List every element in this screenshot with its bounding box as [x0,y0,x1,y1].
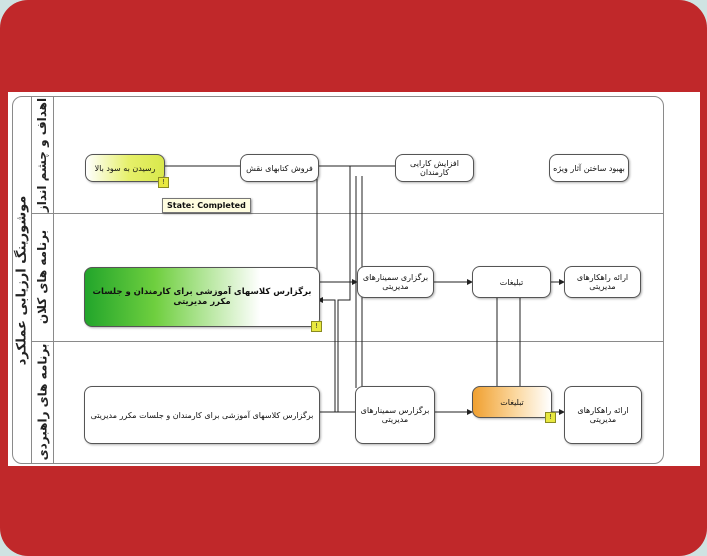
node-staff-efficiency[interactable]: افزایش کارایی کارمندان [395,154,474,182]
node-training-classes-macro[interactable]: برگزارس کلاسهای آموزشی برای کارمندان و ج… [84,267,320,327]
node-label: برگزارس سمینارهای مدیریتی [360,406,430,424]
warning-icon: ! [545,412,556,423]
node-ads-macro[interactable]: تبلیغات [472,266,551,298]
warning-icon: ! [158,177,169,188]
lane-goals-title: اهداف و چشم انداز [35,97,50,213]
node-seminars-strategic[interactable]: برگزارس سمینارهای مدیریتی [355,386,435,444]
node-seminars-macro[interactable]: برگزاری سمینارهای مدیریتی [357,266,434,298]
lane-strategic-label: برنامه های راهبردی [31,341,54,463]
node-management-solutions-macro[interactable]: ارائه راهکارهای مدیریتی [564,266,641,298]
node-ads-strategic[interactable]: تبلیغات [472,386,552,418]
node-improve-special[interactable]: بهبود ساختن آثار ویژه [549,154,629,182]
node-label: برگزارس کلاسهای آموزشی برای کارمندان و ج… [90,410,314,420]
node-sales-increase[interactable]: فروش کتابهای نقش [240,154,319,182]
node-label: برگزاری سمینارهای مدیریتی [362,273,429,291]
lane-macro-label: برنامه های کلان [31,213,54,341]
node-label: فروش کتابهای نقش [246,163,313,173]
node-training-classes-strategic[interactable]: برگزارس کلاسهای آموزشی برای کارمندان و ج… [84,386,320,444]
node-label: بهبود ساختن آثار ویژه [553,163,625,173]
node-label: ارائه راهکارهای مدیریتی [576,273,629,291]
state-tooltip: State: Completed [162,198,251,213]
pool-title: موشورینگ ارزیابی عملکرد [14,195,30,365]
node-label: تبلیغات [499,277,524,287]
lane-macro-title: برنامه های کلان [35,229,50,325]
pool-label: موشورینگ ارزیابی عملکرد [13,97,32,463]
node-goal-rise[interactable]: رسیدن به سود بالا [85,154,165,182]
lane-goals-label: اهداف و چشم انداز [31,97,54,213]
node-label: افزایش کارایی کارمندان [410,159,459,177]
node-label: تبلیغات [500,397,524,407]
node-label: ارائه راهکارهای مدیریتی [577,406,629,424]
node-management-solutions-strategic[interactable]: ارائه راهکارهای مدیریتی [564,386,642,444]
lane-strategic-title: برنامه های راهبردی [35,343,50,461]
node-label: برگزارس کلاسهای آموزشی برای کارمندان و ج… [92,287,312,307]
warning-icon: ! [311,321,322,332]
lane-strategic: برنامه های راهبردی [31,341,663,463]
node-label: رسیدن به سود بالا [94,163,156,173]
